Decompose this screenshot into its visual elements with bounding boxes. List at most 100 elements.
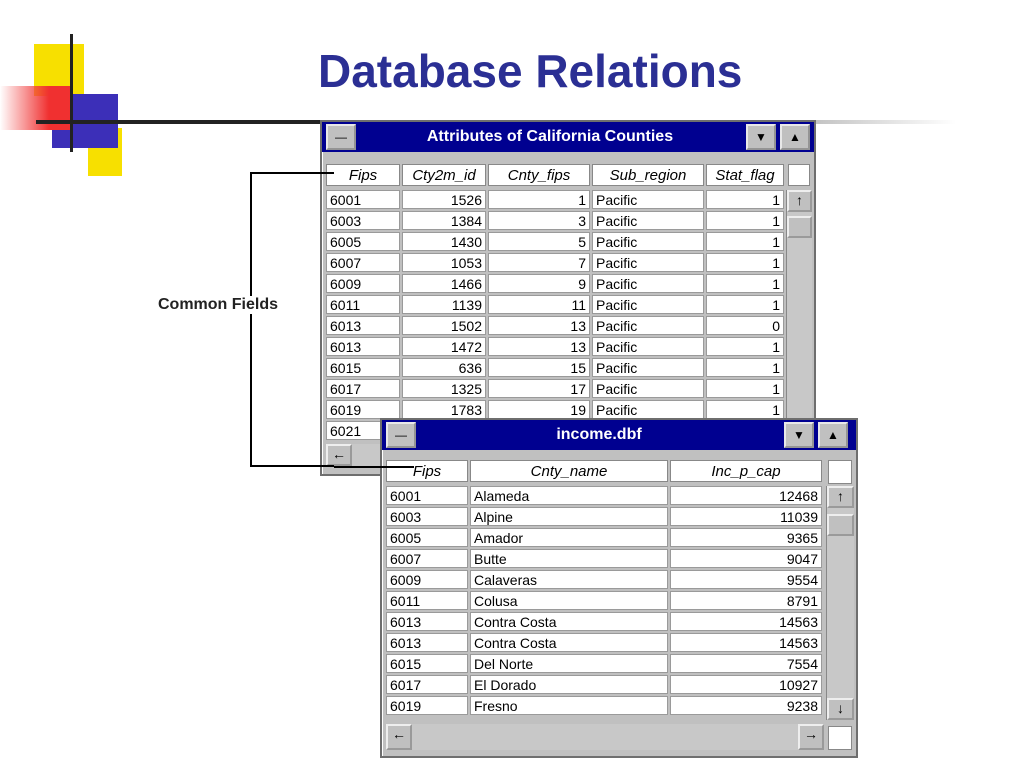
common-fields-bracket: [250, 172, 334, 467]
control-menu-icon[interactable]: —: [326, 124, 356, 150]
counties-attribute-window[interactable]: — Attributes of California Counties ▼ ▲ …: [320, 120, 816, 476]
maximize-icon[interactable]: ▲: [780, 124, 810, 150]
table-cell: Pacific: [592, 295, 704, 314]
table-cell: 1: [706, 253, 784, 272]
table-cell: 6019: [386, 696, 468, 715]
table-cell: 0: [706, 316, 784, 335]
table-cell: 13: [488, 316, 590, 335]
table-cell: 1384: [402, 211, 486, 230]
table-cell: 3: [488, 211, 590, 230]
scroll-up-icon[interactable]: ↑: [787, 190, 812, 212]
table-cell: 6011: [386, 591, 468, 610]
table-cell: Fresno: [470, 696, 668, 715]
horizontal-scrollbar[interactable]: ←: [326, 444, 380, 466]
table-cell: 1: [706, 337, 784, 356]
table-cell: 6001: [326, 190, 400, 209]
scroll-left-icon[interactable]: ←: [386, 724, 412, 750]
scroll-up-icon[interactable]: ↑: [827, 486, 854, 508]
table-cell: 6001: [386, 486, 468, 505]
table-cell: Del Norte: [470, 654, 668, 673]
table-cell: 1502: [402, 316, 486, 335]
common-fields-label: Common Fields: [156, 296, 281, 314]
table-cell: 1430: [402, 232, 486, 251]
scroll-left-icon[interactable]: ←: [326, 444, 352, 466]
table-cell: Alpine: [470, 507, 668, 526]
column-header[interactable]: Inc_p_cap: [670, 460, 822, 482]
table-cell: 1783: [402, 400, 486, 419]
table-cell: 9047: [670, 549, 822, 568]
table-cell: 1: [706, 232, 784, 251]
table-cell: 5: [488, 232, 590, 251]
table-cell: 12468: [670, 486, 822, 505]
table-cell: 6013: [326, 337, 400, 356]
table-cell: 6019: [326, 400, 400, 419]
table-cell: 6017: [386, 675, 468, 694]
table-cell: Butte: [470, 549, 668, 568]
corner-box: [828, 460, 852, 484]
column-header[interactable]: Fips: [386, 460, 468, 482]
column-header[interactable]: Sub_region: [592, 164, 704, 186]
table-cell: Pacific: [592, 337, 704, 356]
table-cell: 7554: [670, 654, 822, 673]
scroll-thumb[interactable]: [827, 514, 854, 536]
maximize-icon[interactable]: ▲: [818, 422, 848, 448]
scroll-right-icon[interactable]: →: [798, 724, 824, 750]
table-cell: 15: [488, 358, 590, 377]
table-cell: 1: [706, 190, 784, 209]
table-cell: Pacific: [592, 358, 704, 377]
table-cell: 17: [488, 379, 590, 398]
table-cell: 6003: [326, 211, 400, 230]
table-cell: 6009: [386, 570, 468, 589]
corner-box: [788, 164, 810, 186]
table-cell: El Dorado: [470, 675, 668, 694]
table-cell: Pacific: [592, 400, 704, 419]
window-titlebar[interactable]: — income.dbf ▼ ▲: [382, 420, 856, 450]
column-header[interactable]: Cty2m_id: [402, 164, 486, 186]
table-cell: Pacific: [592, 316, 704, 335]
slide-title: Database Relations: [318, 45, 743, 97]
window-titlebar[interactable]: — Attributes of California Counties ▼ ▲: [322, 122, 814, 152]
table-cell: 1472: [402, 337, 486, 356]
table-cell: 6007: [326, 253, 400, 272]
horizontal-scrollbar[interactable]: ← →: [386, 724, 824, 750]
table-cell: Pacific: [592, 232, 704, 251]
table-cell: 636: [402, 358, 486, 377]
table-cell: 11: [488, 295, 590, 314]
scroll-thumb[interactable]: [787, 216, 812, 238]
table-cell: 6015: [386, 654, 468, 673]
column-header[interactable]: Cnty_name: [470, 460, 668, 482]
vertical-scrollbar[interactable]: ↑: [786, 190, 812, 418]
column-header[interactable]: Stat_flag: [706, 164, 784, 186]
table-cell: 1: [488, 190, 590, 209]
table-cell: 1: [706, 379, 784, 398]
vertical-scrollbar[interactable]: ↑ ↓: [826, 486, 854, 720]
table-cell: 1325: [402, 379, 486, 398]
table-cell: Calaveras: [470, 570, 668, 589]
table-cell: 1139: [402, 295, 486, 314]
control-menu-icon[interactable]: —: [386, 422, 416, 448]
minimize-icon[interactable]: ▼: [784, 422, 814, 448]
table-cell: 11039: [670, 507, 822, 526]
table-cell: 6007: [386, 549, 468, 568]
table-cell: Pacific: [592, 379, 704, 398]
table-cell: 6005: [386, 528, 468, 547]
table-cell: 9365: [670, 528, 822, 547]
table-cell: 6013: [386, 633, 468, 652]
table-cell: 9238: [670, 696, 822, 715]
scroll-down-icon[interactable]: ↓: [827, 698, 854, 720]
table-cell: Pacific: [592, 190, 704, 209]
window-title: Attributes of California Counties: [426, 128, 674, 145]
table-cell: 1466: [402, 274, 486, 293]
corner-box: [828, 726, 852, 750]
table-cell: 6017: [326, 379, 400, 398]
table-cell: 1526: [402, 190, 486, 209]
column-header[interactable]: Cnty_fips: [488, 164, 590, 186]
table-cell: Pacific: [592, 211, 704, 230]
table-cell: 6009: [326, 274, 400, 293]
table-cell: 14563: [670, 612, 822, 631]
minimize-icon[interactable]: ▼: [746, 124, 776, 150]
column-header[interactable]: Fips: [326, 164, 400, 186]
table-cell: 1: [706, 400, 784, 419]
table-cell: 1: [706, 295, 784, 314]
